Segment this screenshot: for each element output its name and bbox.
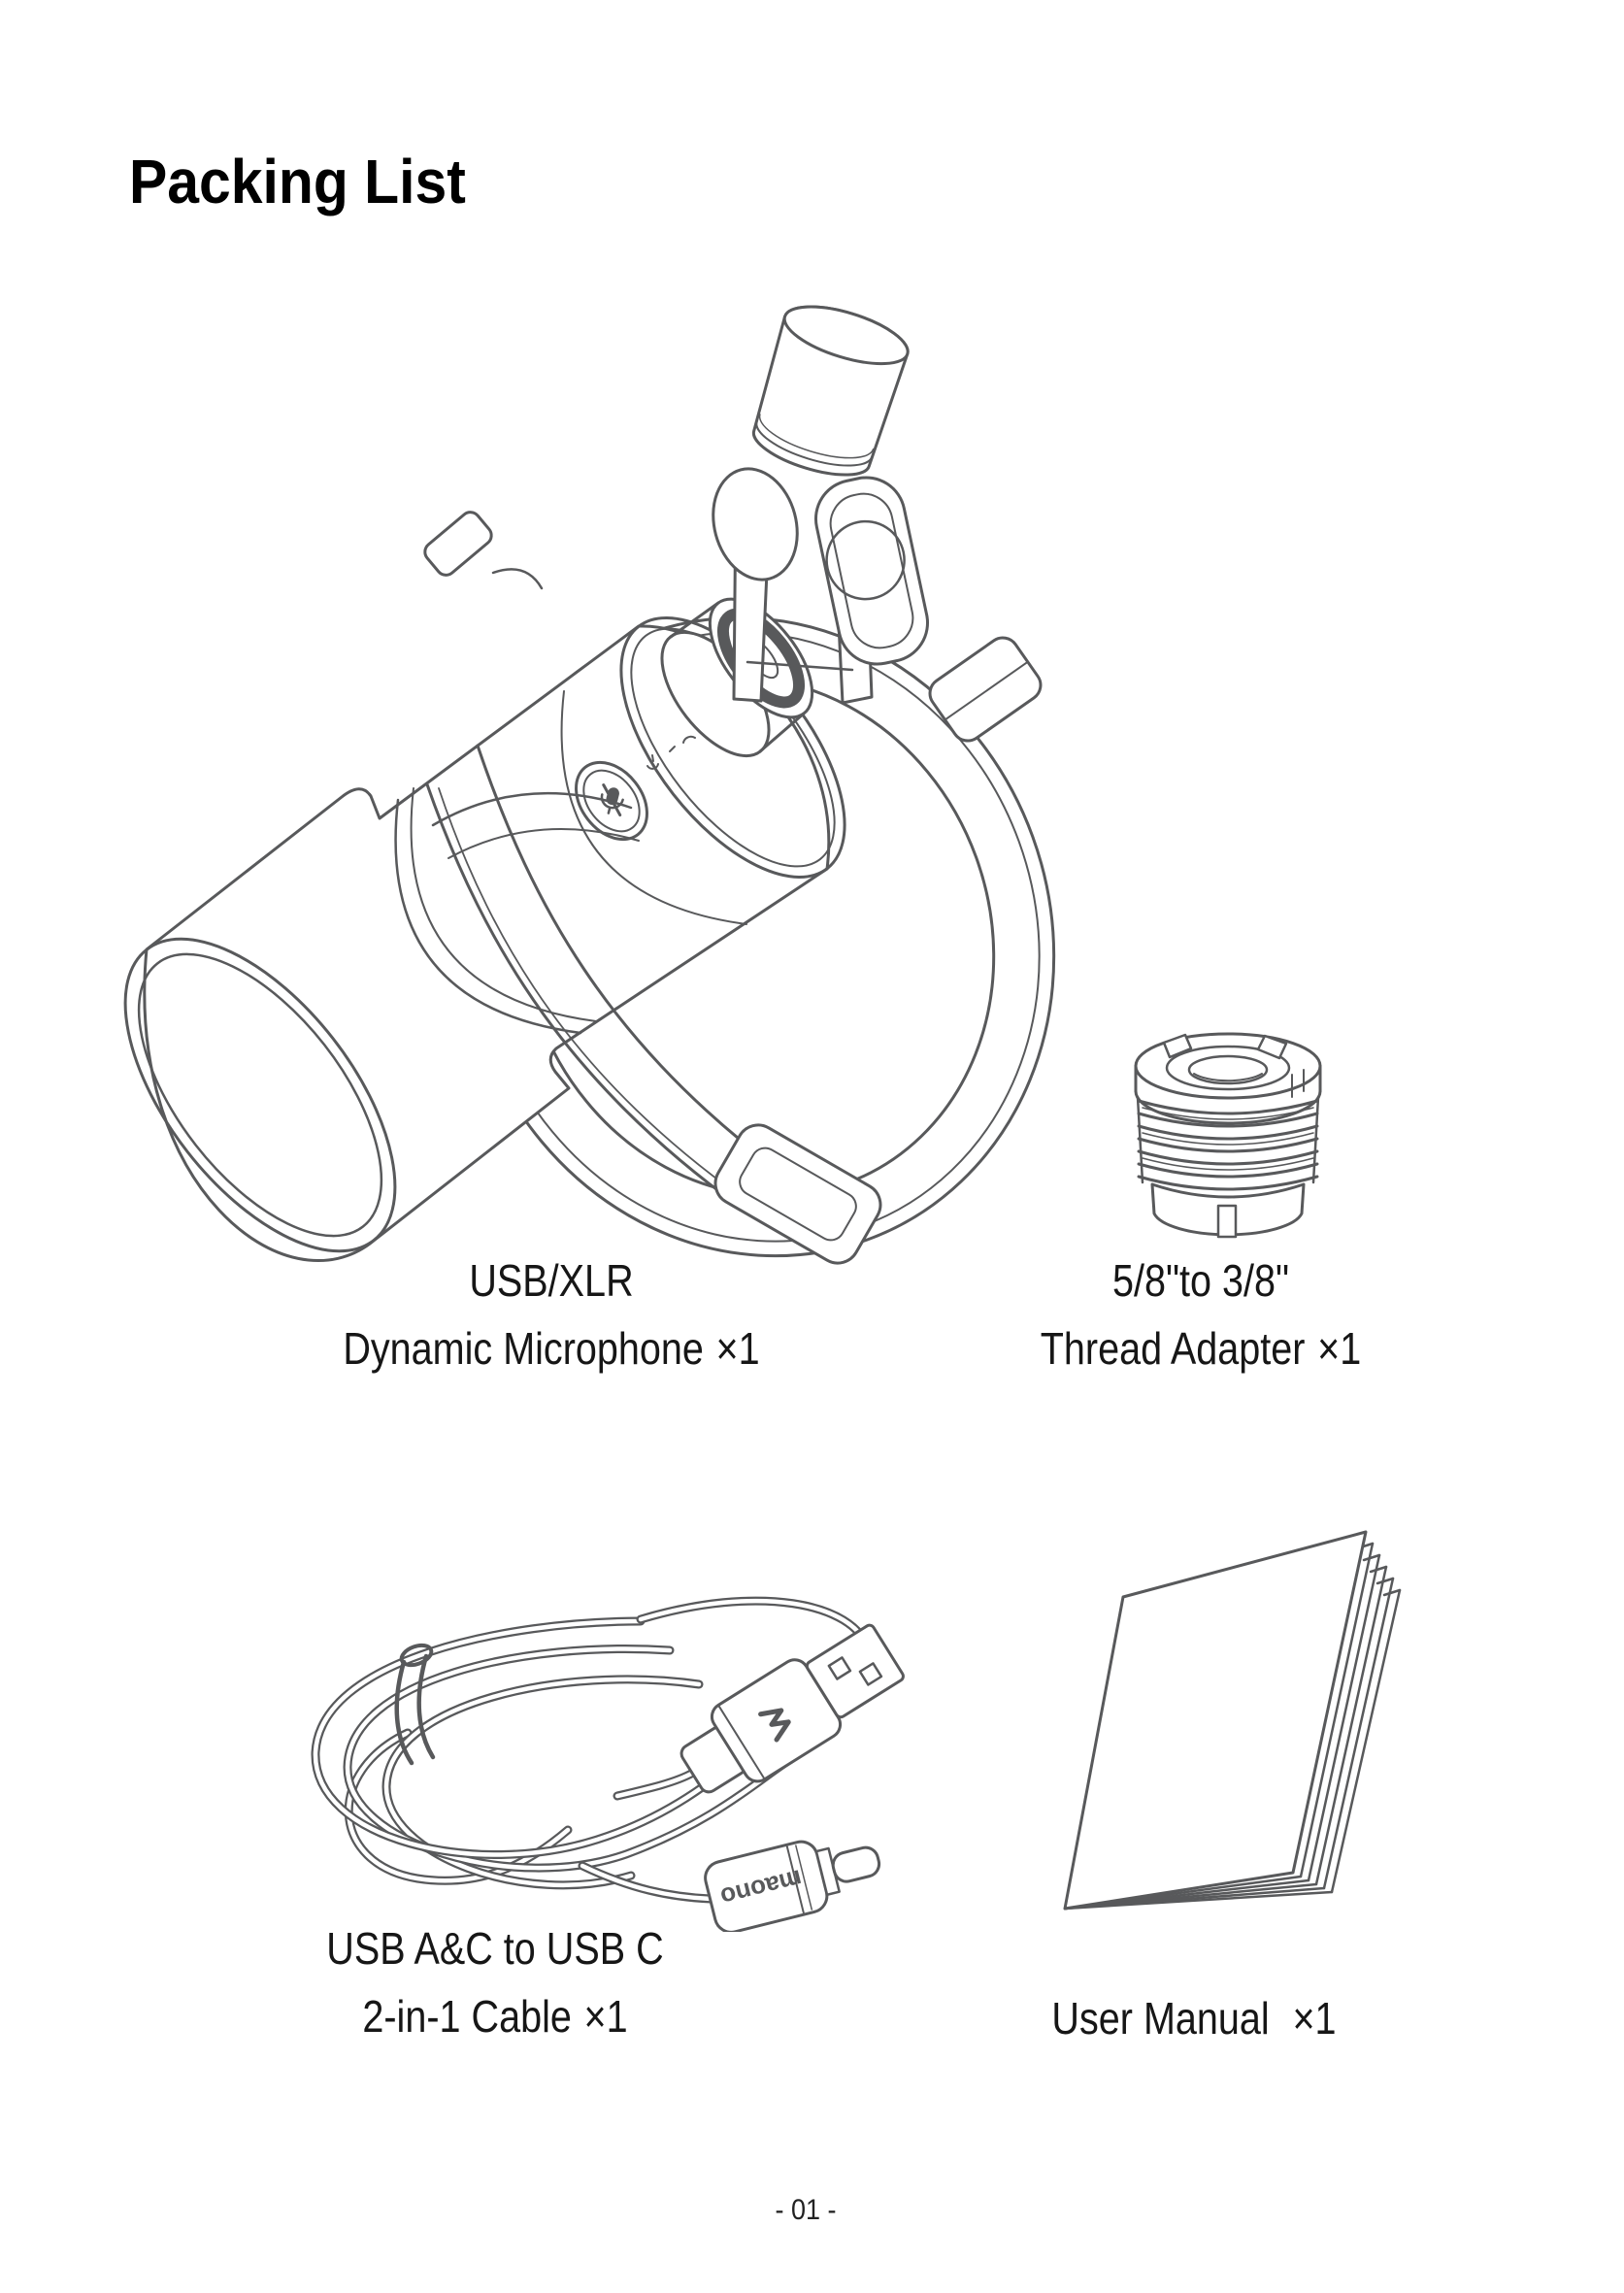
usb-a-connector [679, 1623, 905, 1794]
thread-cap [751, 305, 910, 477]
usb-c-metal-tip [831, 1845, 881, 1883]
page-number: - 01 - [775, 2194, 837, 2226]
microphone-body [123, 616, 846, 1262]
microphone-count: ×1 [715, 1323, 760, 1374]
user-manual-count: ×1 [1292, 1993, 1337, 2044]
thumbscrew [813, 476, 930, 666]
strap-buckle [928, 636, 1043, 743]
usb-a-metal-shield [805, 1623, 905, 1719]
thread-adapter-drawing [1134, 1032, 1322, 1239]
thread-adapter-label: 5/8"to 3/8" Thread Adapter×1 [1040, 1255, 1362, 1374]
page-title: Packing List [129, 147, 466, 216]
cable-label: USB A&C to USB C 2-in-1 Cable×1 [326, 1923, 664, 2042]
threads [1137, 1099, 1319, 1191]
microphone-label: USB/XLR Dynamic Microphone×1 [343, 1255, 760, 1374]
maono-logo-icon [758, 1708, 791, 1743]
cable-tie [394, 1643, 436, 1766]
yoke-mount [712, 305, 930, 705]
usb-c-connector: maono [704, 1840, 881, 1932]
microphone-drawing [123, 305, 1056, 1265]
manual-front-cover [1063, 1530, 1368, 1911]
shockmount-cradle [423, 511, 640, 859]
user-manual-label: User Manual×1 [1051, 1993, 1337, 2044]
manual-page-edges [1063, 1542, 1402, 1911]
mic-gain-headphone-icons [646, 735, 696, 770]
cable-count: ×1 [583, 1991, 628, 2042]
user-manual-drawing [1063, 1530, 1402, 1911]
shockmount-band-front [425, 744, 761, 1211]
windscreen-front-face [123, 937, 397, 1253]
usb-cable-drawing: maono [311, 1596, 905, 1932]
thread-adapter-count: ×1 [1317, 1323, 1362, 1374]
strap-clamp [713, 1123, 882, 1265]
